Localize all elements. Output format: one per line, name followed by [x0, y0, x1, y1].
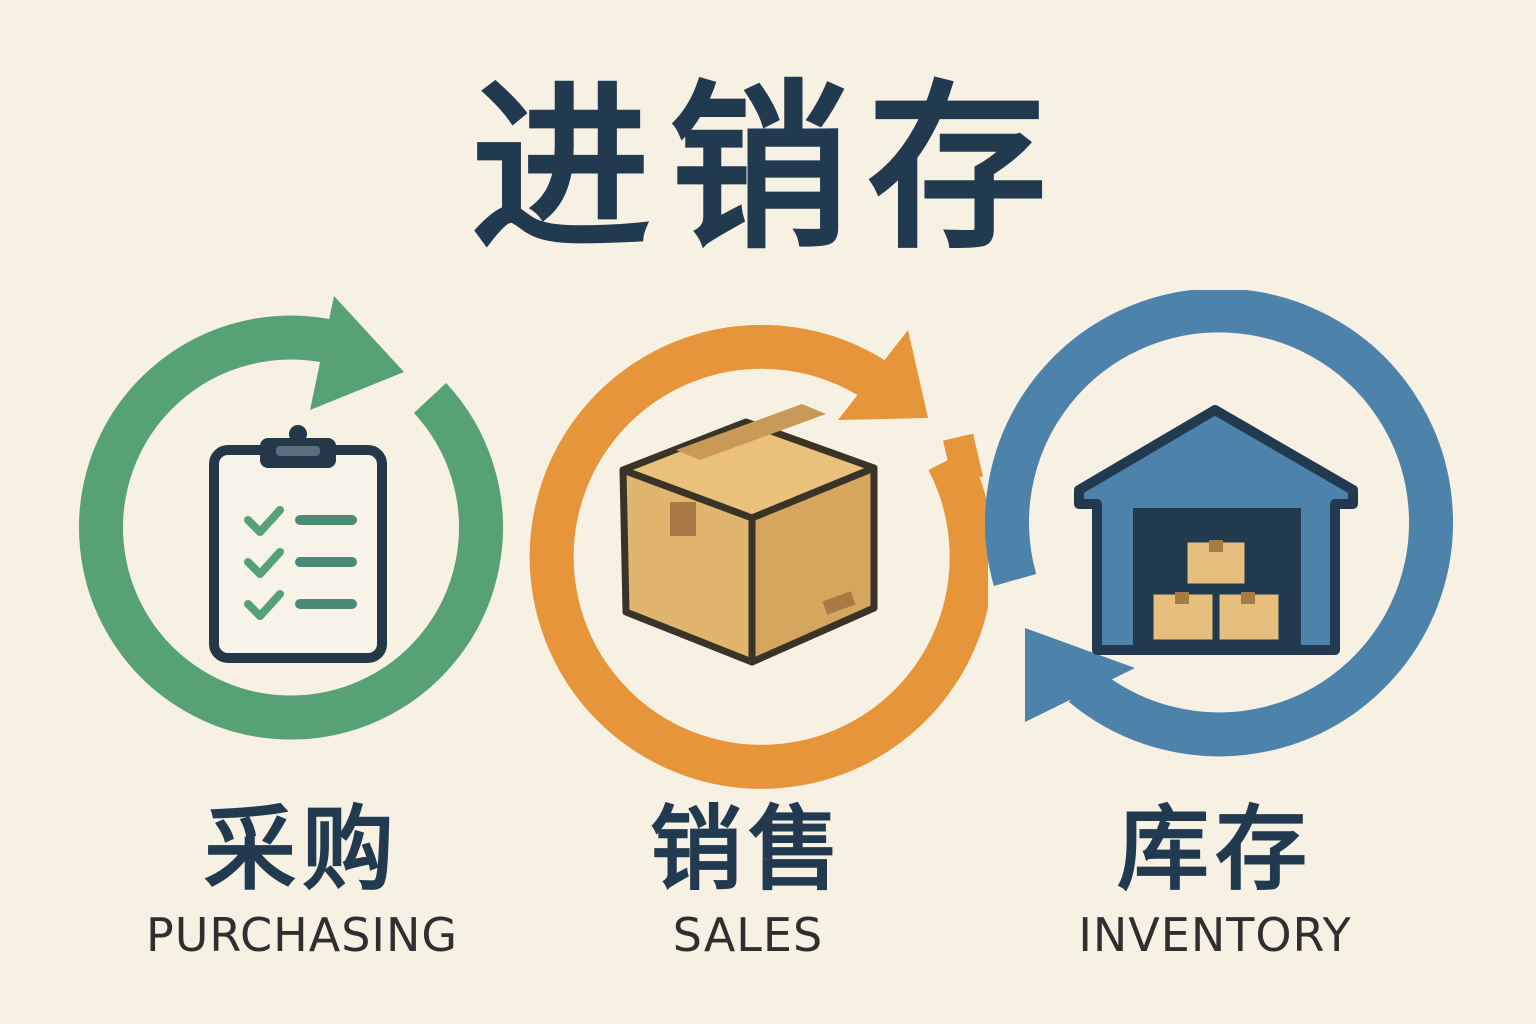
circular-arrow-green: [79, 296, 503, 740]
inventory-cycle: [975, 290, 1455, 790]
circular-arrow-orange: [529, 324, 988, 789]
circular-arrow-blue: [985, 290, 1454, 757]
page-title: 进销存: [470, 65, 1065, 274]
purchasing-label-en: PURCHASING: [145, 908, 459, 962]
clipboard-checklist-icon: [209, 425, 387, 663]
cardboard-box-icon: [619, 404, 878, 666]
warehouse-icon: [1074, 405, 1358, 655]
inventory-label-cn: 库存: [1116, 796, 1313, 903]
purchasing-label-cn: 采购: [203, 796, 400, 903]
purchasing-cycle: [62, 290, 542, 790]
sales-cycle: [508, 290, 988, 790]
inventory-label-en: INVENTORY: [1078, 908, 1352, 962]
sales-label-en: SALES: [672, 908, 824, 962]
sales-label-cn: 销售: [649, 796, 846, 903]
